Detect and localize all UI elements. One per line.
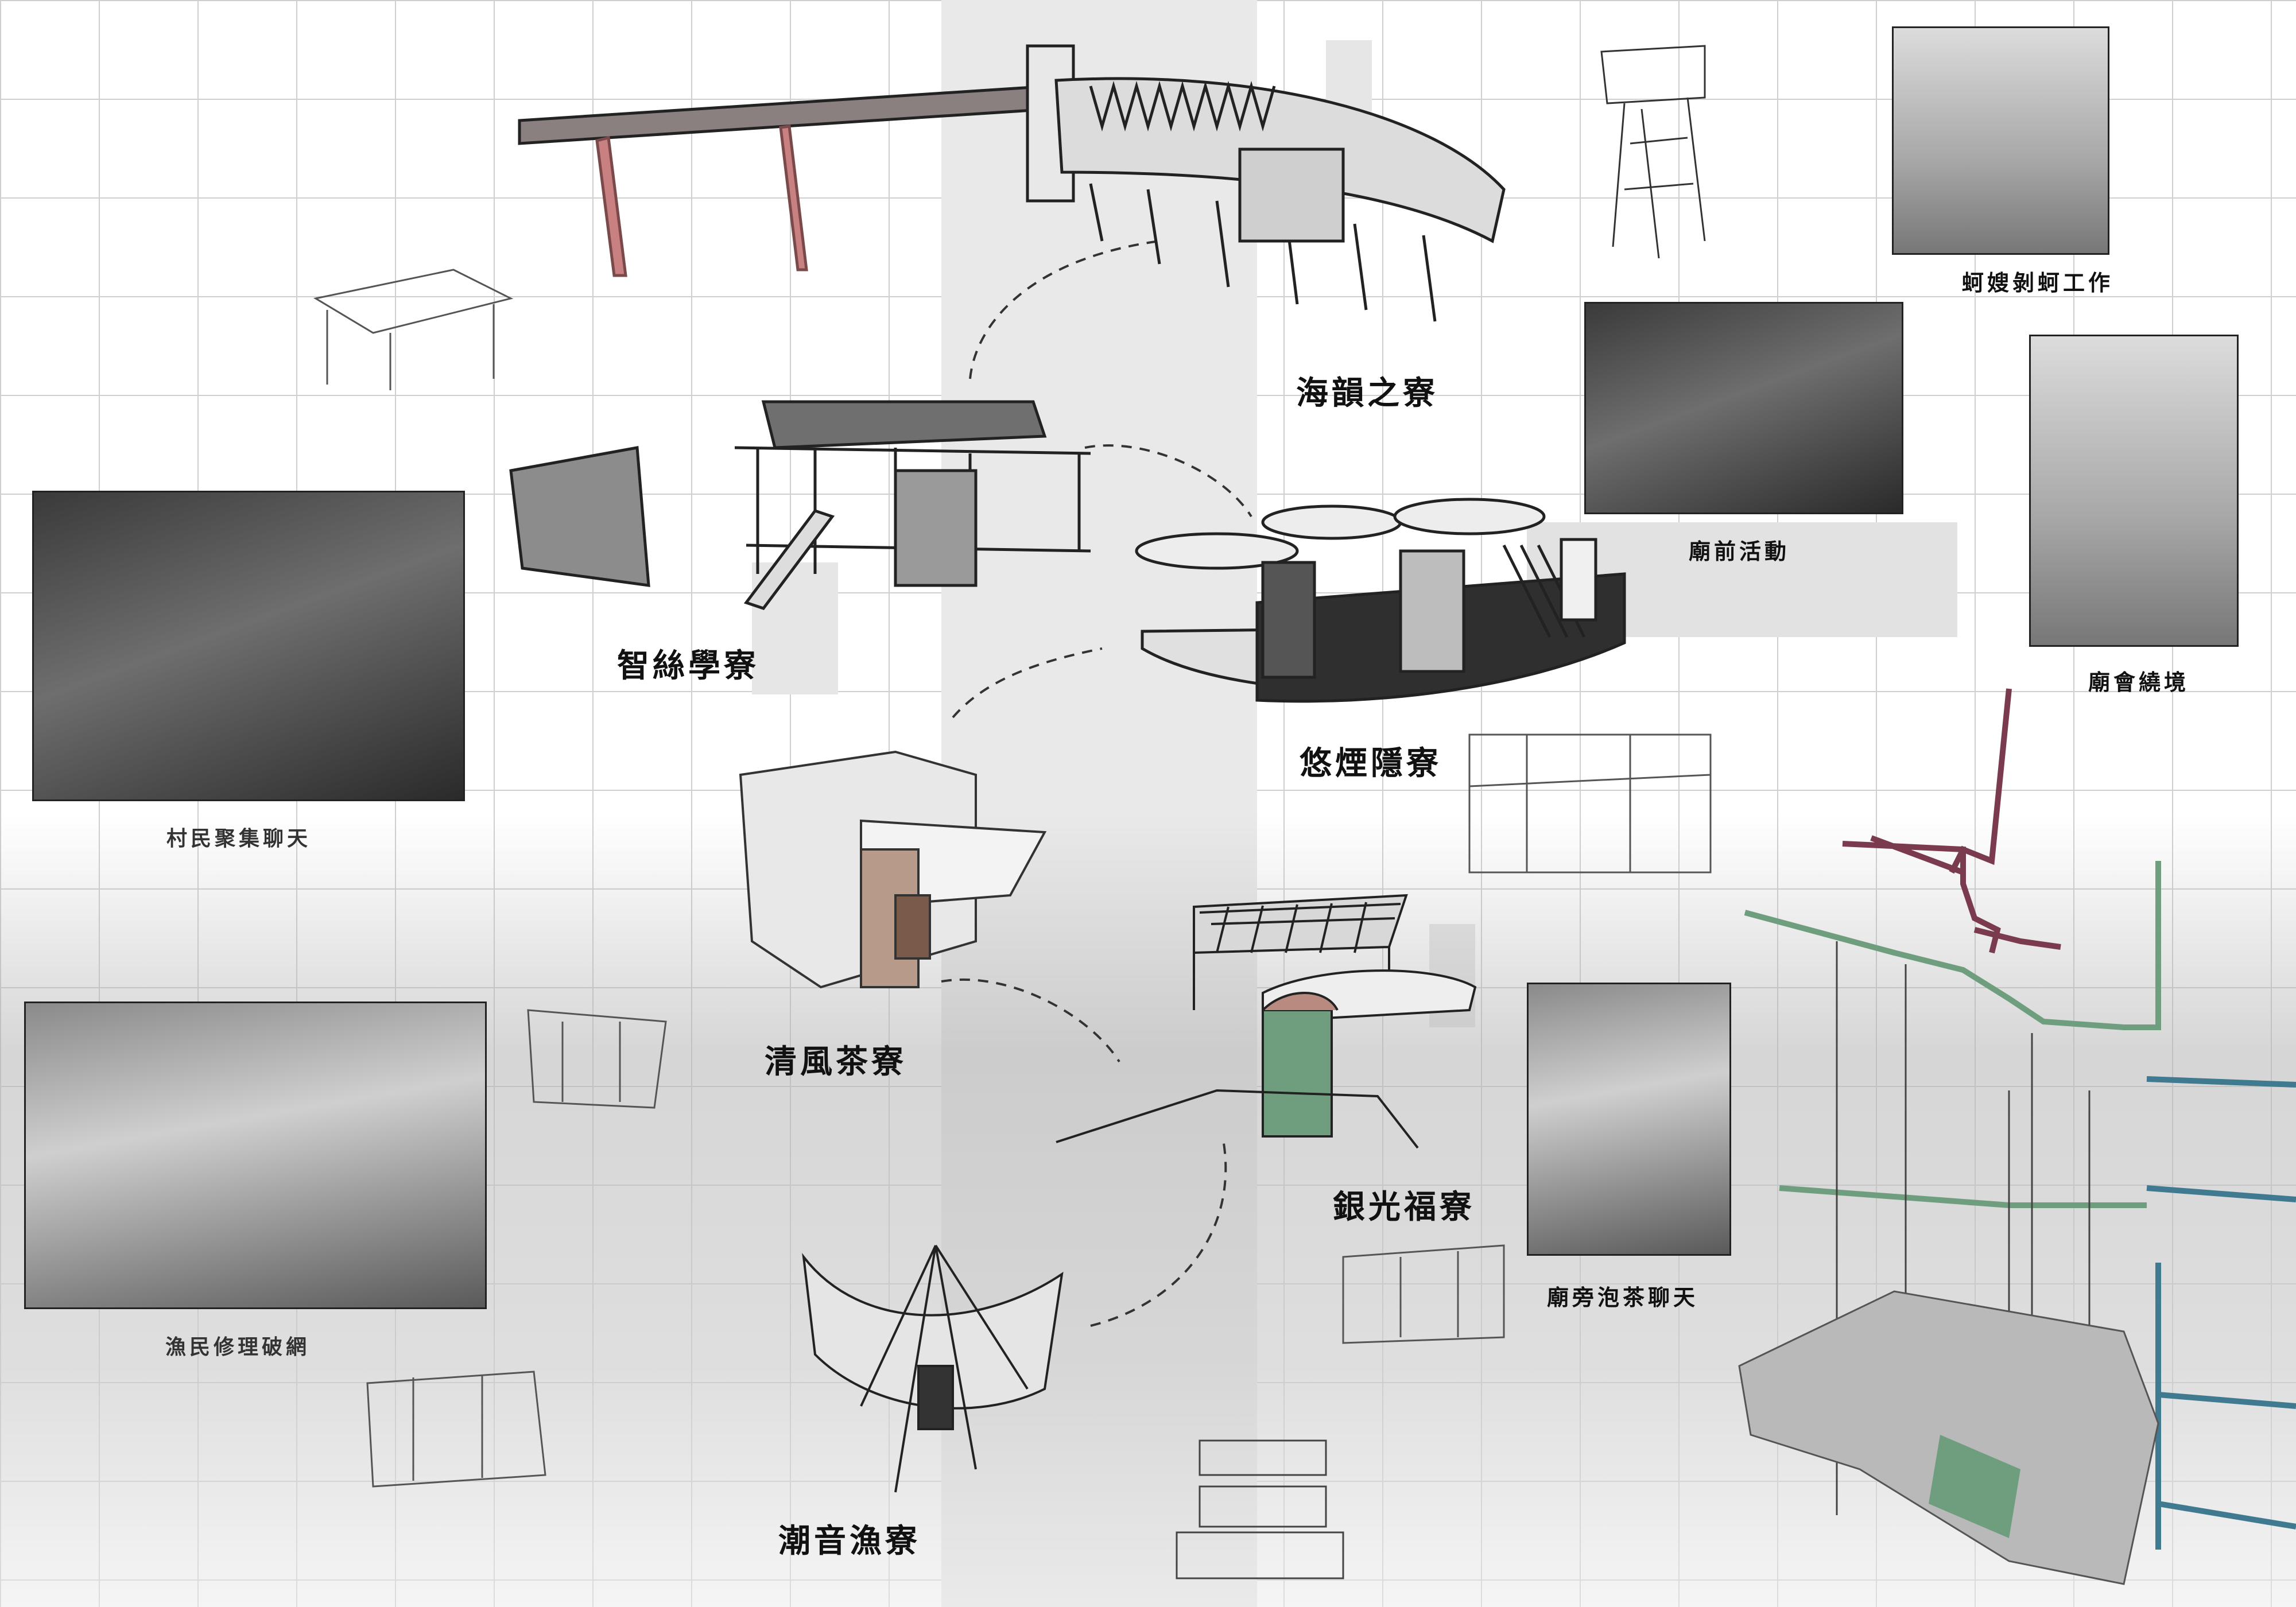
sketch-stall-2 (366, 1371, 546, 1488)
village-map (1738, 1290, 2159, 1585)
sketch-market (1468, 733, 1712, 874)
caption-fishermen-nets: 漁民修理破網 (165, 1335, 311, 1359)
photo-oyster-women (1892, 26, 2109, 255)
qing-feng-structure (739, 750, 1047, 989)
sketch-stall-1 (527, 1009, 667, 1109)
photo-fishermen-nets (24, 1002, 487, 1309)
yin-guang-structure (1056, 894, 1477, 1149)
label-yin-guang: 銀光福寮 (1333, 1188, 1475, 1226)
photo-temple-front (1584, 302, 1903, 514)
caption-temple-side-tea: 廟旁泡茶聊天 (1547, 1284, 1699, 1310)
dashed-link-5 (1090, 1136, 1227, 1327)
sketch-fisher (1342, 1244, 1505, 1344)
label-chao-yin: 潮音漁寮 (778, 1522, 921, 1560)
caption-temple-procession: 廟會繞境 (2088, 669, 2190, 695)
village-map-green (1929, 1435, 2020, 1538)
caption-temple-front: 廟前活動 (1689, 538, 1790, 564)
caption-oyster-women: 蚵嫂剝蚵工作 (1962, 270, 2114, 296)
chao-yin-structure (802, 1244, 1064, 1493)
caption-villagers-chat: 村民聚集聊天 (166, 826, 312, 851)
label-zhi-lu: 智絲學寮 (617, 647, 759, 685)
photo-temple-side-tea (1527, 983, 1731, 1256)
label-hai-yun: 海韻之寮 (1296, 374, 1438, 412)
you-yan-structure (1135, 498, 1626, 703)
photo-temple-procession (2029, 335, 2239, 647)
label-you-yan: 悠煙隱寮 (1300, 744, 1442, 782)
photo-villagers-chat (32, 491, 465, 801)
sketch-shelter (313, 269, 514, 390)
zhi-lu-structure (509, 400, 1091, 610)
sketch-signboards (1176, 1439, 1344, 1579)
dashed-link-1 (969, 240, 1160, 379)
dashed-link-2 (1084, 444, 1252, 518)
dashed-link-3 (952, 647, 1103, 719)
sketch-watchtower (1600, 45, 1706, 259)
hai-yun-structure (518, 44, 1506, 322)
dashed-link-4 (941, 978, 1120, 1063)
label-qing-feng: 清風茶寮 (765, 1043, 907, 1081)
